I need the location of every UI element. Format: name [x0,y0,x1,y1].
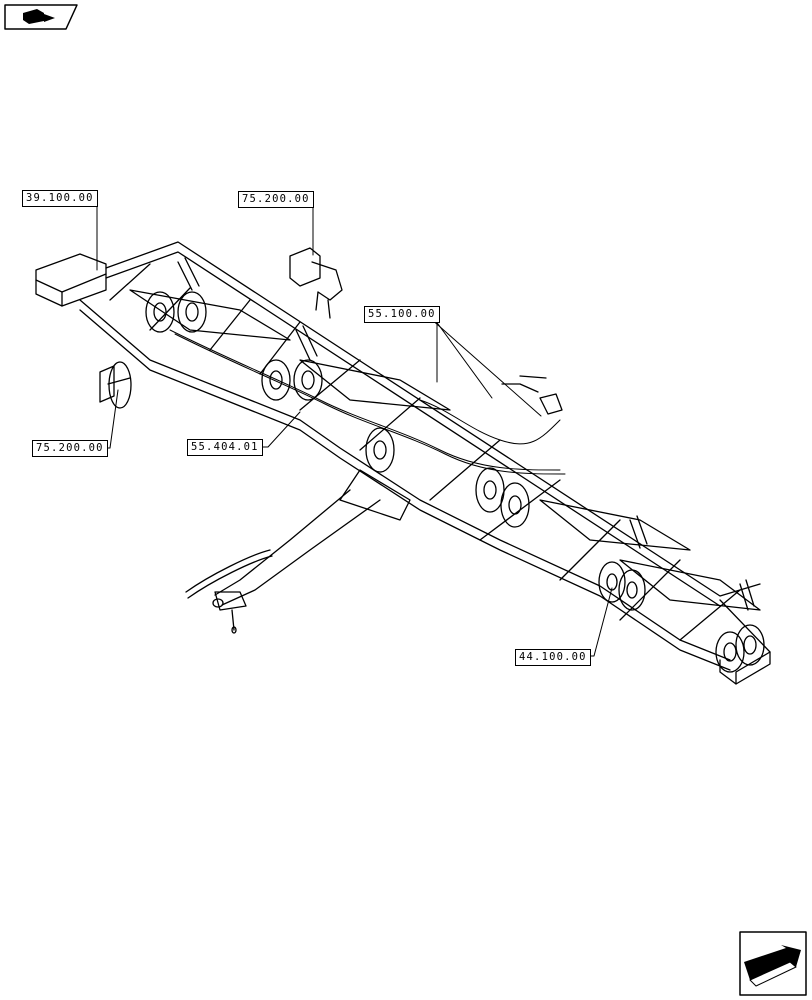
next-page-arrow-icon[interactable] [739,931,807,996]
callout-75-200-00-upper[interactable]: 75.200.00 [238,191,314,208]
callout-55-100-00[interactable]: 55.100.00 [364,306,440,323]
lift-cylinders [177,257,755,611]
main-frame [35,241,771,685]
leader-lines [96,196,613,657]
detached-bracket-upper [289,247,343,319]
wheels [145,291,765,673]
callout-75-200-00-left[interactable]: 75.200.00 [32,440,108,457]
detached-bracket-left [99,361,132,409]
callout-39-100-00[interactable]: 39.100.00 [22,190,98,207]
hydraulic-hoses [169,329,566,475]
book-nav-icon[interactable] [4,4,78,30]
front-coupler [501,375,563,415]
hitch-tongue [185,469,411,634]
callout-55-404-01[interactable]: 55.404.01 [187,439,263,456]
callout-44-100-00[interactable]: 44.100.00 [515,649,591,666]
